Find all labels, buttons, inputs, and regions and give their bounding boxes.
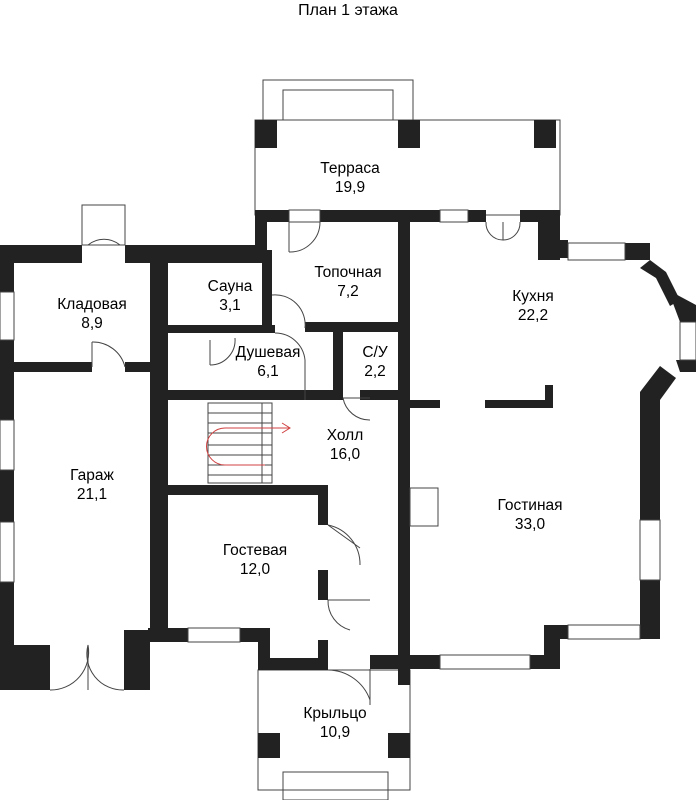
doors [49,204,521,705]
room-name-garage: Гараж [70,467,114,484]
room-name-boiler: Топочная [314,264,382,281]
room-area-kitchen: 22,2 [517,307,549,324]
room-name-hall: Холл [326,427,364,444]
plan-title: План 1 этажа [298,2,398,19]
room-name-storage: Кладовая [57,296,127,313]
room-name-sauna: Сауна [207,278,253,295]
room-name-living: Гостиная [497,497,563,514]
room-area-shower: 6,1 [257,363,279,380]
columns [255,120,556,758]
room-area-terrace: 19,9 [334,179,366,196]
room-area-boiler: 7,2 [337,283,359,300]
room-name-porch: Крыльцо [303,705,367,722]
room-area-porch: 10,9 [319,724,351,741]
room-name-guest: Гостевая [222,542,288,559]
room-name-kitchen: Кухня [512,288,554,305]
interior-walls [0,210,553,670]
stair-direction-arrow [206,422,291,466]
room-area-living: 33,0 [514,516,546,533]
room-area-garage: 21,1 [76,486,108,503]
room-name-terrace: Терраса [320,160,380,177]
room-area-storage: 8,9 [81,315,103,332]
room-name-wc: С/У [362,344,388,361]
room-area-sauna: 3,1 [219,297,241,314]
room-area-hall: 16,0 [329,446,361,463]
windows [0,209,696,670]
room-area-wc: 2,2 [364,363,386,380]
room-name-shower: Душевая [235,344,301,361]
stairs [207,402,273,484]
room-area-guest: 12,0 [239,561,271,578]
